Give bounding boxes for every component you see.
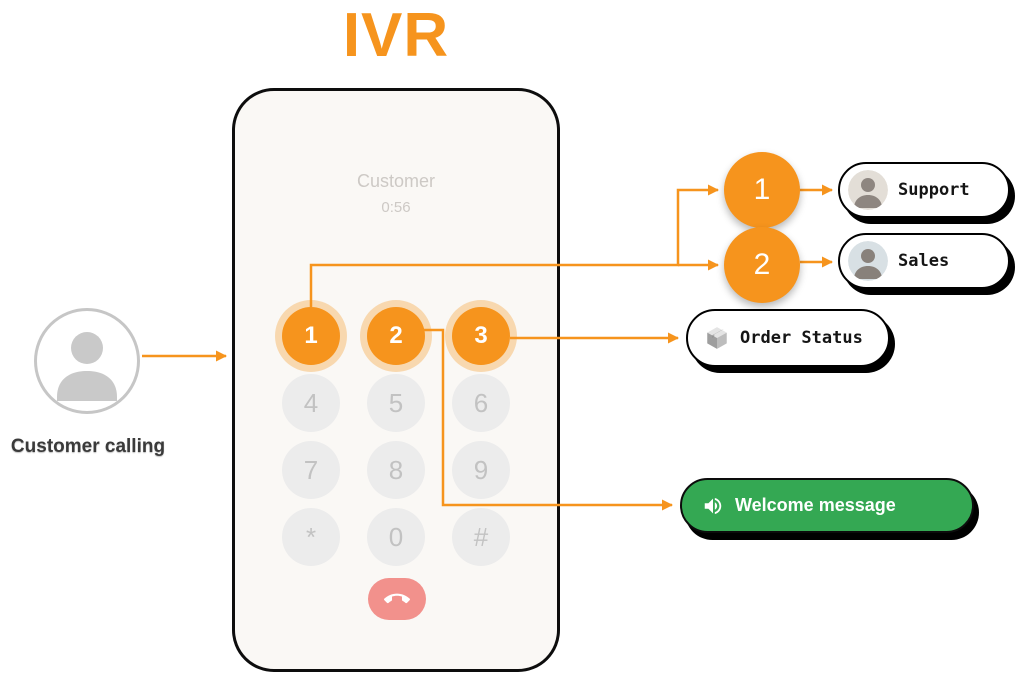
sales-avatar-icon bbox=[848, 241, 888, 281]
welcome-message-label: Welcome message bbox=[735, 495, 896, 515]
key-0[interactable]: 0 bbox=[367, 508, 425, 566]
order-status-pill: Order Status bbox=[686, 309, 890, 367]
key-5[interactable]: 5 bbox=[367, 374, 425, 432]
support-avatar-icon bbox=[848, 170, 888, 210]
key-8[interactable]: 8 bbox=[367, 441, 425, 499]
speaker-icon bbox=[704, 497, 722, 514]
option-badge-1: 1 bbox=[724, 152, 800, 228]
person-icon bbox=[34, 308, 140, 414]
sales-pill: Sales bbox=[838, 233, 1010, 289]
dialpad: 1 2 3 4 5 6 7 8 9 * 0 # bbox=[282, 307, 510, 566]
key-7[interactable]: 7 bbox=[282, 441, 340, 499]
key-3[interactable]: 3 bbox=[452, 307, 510, 365]
sales-label: Sales bbox=[898, 251, 950, 271]
order-status-label: Order Status bbox=[740, 328, 863, 348]
key-star[interactable]: * bbox=[282, 508, 340, 566]
key-2[interactable]: 2 bbox=[367, 307, 425, 365]
key-9[interactable]: 9 bbox=[452, 441, 510, 499]
key-4[interactable]: 4 bbox=[282, 374, 340, 432]
support-pill: Support bbox=[838, 162, 1010, 218]
key-1[interactable]: 1 bbox=[282, 307, 340, 365]
hang-up-button[interactable] bbox=[368, 578, 426, 620]
option-badge-2: 2 bbox=[724, 227, 800, 303]
key-6[interactable]: 6 bbox=[452, 374, 510, 432]
welcome-message-pill: Welcome message bbox=[680, 478, 974, 533]
call-timer: 0:56 bbox=[381, 199, 411, 216]
diagram-title: IVR bbox=[342, 1, 450, 70]
key-hash[interactable]: # bbox=[452, 508, 510, 566]
person-icon-glyph bbox=[57, 332, 117, 401]
phone-mockup: Customer 0:56 1 2 3 4 5 6 7 8 9 * 0 # bbox=[232, 88, 560, 672]
call-end-icon bbox=[384, 593, 410, 604]
package-icon bbox=[707, 327, 727, 349]
contact-name: Customer bbox=[356, 171, 436, 191]
caller-label: Customer calling bbox=[10, 436, 166, 457]
support-label: Support bbox=[898, 180, 970, 200]
